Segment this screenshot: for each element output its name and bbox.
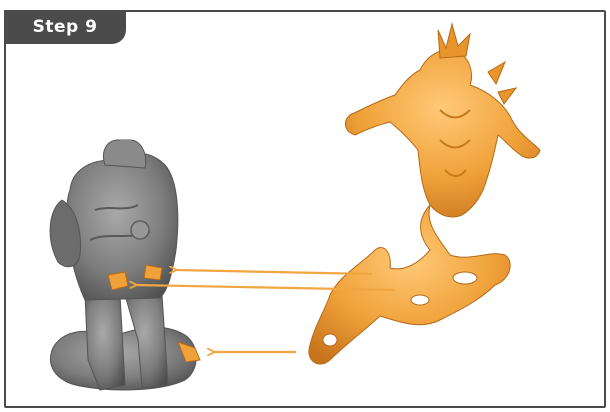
gray-model bbox=[50, 140, 200, 390]
orange-model bbox=[309, 24, 540, 364]
arrow-top bbox=[176, 270, 372, 274]
